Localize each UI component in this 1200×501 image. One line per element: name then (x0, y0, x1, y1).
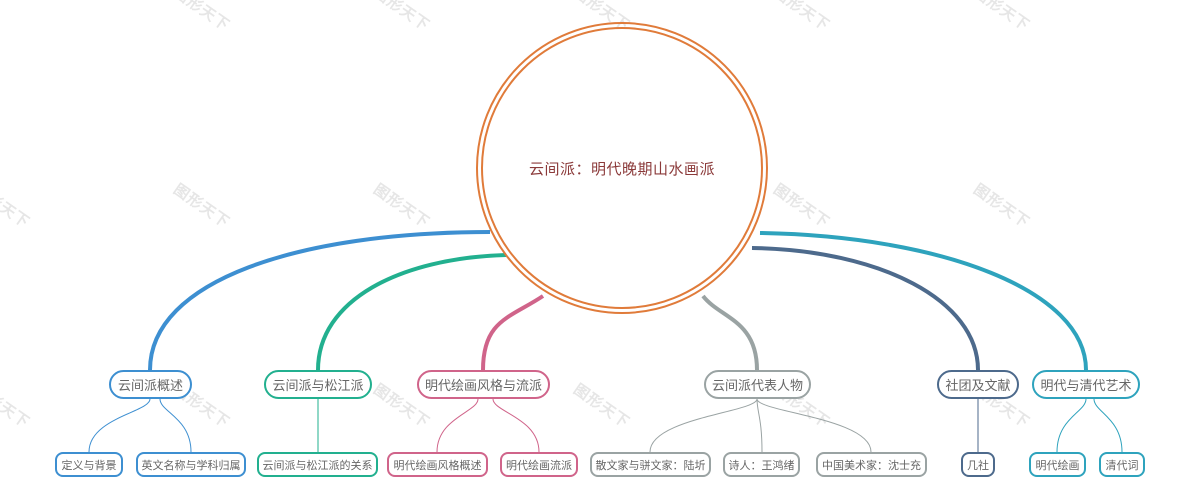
subtopic-label: 清代词 (1105, 458, 1139, 472)
subtopic-label: 英文名称与学科归属 (141, 458, 241, 472)
connector (88, 398, 151, 453)
root-topic[interactable]: 云间派：明代晚期山水画派 (476, 22, 768, 314)
connector (436, 398, 479, 453)
subtopic-english-name[interactable]: 英文名称与学科归属 (136, 452, 246, 477)
subtopic-label: 定义与背景 (61, 458, 117, 472)
connector-root-songjiang (316, 253, 507, 371)
topic-overview[interactable]: 云间派概述 (109, 370, 192, 399)
root-topic-label: 云间派：明代晚期山水画派 (528, 159, 715, 178)
subtopic-wang-hongxu[interactable]: 诗人：王鸿绪 (723, 452, 800, 477)
subtopic-style-overview[interactable]: 明代绘画风格概述 (387, 452, 488, 477)
topic-label: 社团及文献 (945, 379, 1011, 394)
topic-representatives[interactable]: 云间派代表人物 (704, 370, 811, 399)
topic-label: 云间派代表人物 (711, 379, 803, 394)
subtopic-qing-ci[interactable]: 清代词 (1099, 452, 1145, 477)
connector-root-societies (751, 246, 980, 371)
subtopic-label: 几社 (967, 458, 989, 472)
connector (756, 398, 763, 453)
subtopic-jishe[interactable]: 几社 (961, 452, 995, 477)
subtopic-label: 明代绘画风格概述 (393, 458, 482, 472)
topic-label: 明代绘画风格与流派 (424, 379, 542, 394)
subtopic-lu-qi[interactable]: 散文家与骈文家：陆圻 (590, 452, 711, 477)
topic-yunjian-songjiang[interactable]: 云间派与松江派 (264, 370, 372, 399)
connector (492, 398, 540, 453)
connector-root-styles (481, 294, 545, 371)
topic-ming-qing-art[interactable]: 明代与清代艺术 (1032, 370, 1140, 399)
subtopic-label: 诗人：王鸿绪 (728, 458, 795, 472)
connector (159, 398, 192, 453)
connector-root-overview (148, 230, 491, 371)
topic-societies[interactable]: 社团及文献 (937, 370, 1019, 399)
connector (649, 398, 758, 453)
subtopic-label: 云间派与松江派的关系 (262, 458, 373, 472)
subtopic-relationship[interactable]: 云间派与松江派的关系 (257, 452, 378, 477)
subtopic-shen-shichong[interactable]: 中国美术家：沈士充 (816, 452, 927, 477)
connector-root-figures (701, 294, 759, 371)
subtopic-ming-painting[interactable]: 明代绘画 (1029, 452, 1086, 477)
subtopic-schools[interactable]: 明代绘画流派 (500, 452, 578, 477)
connector (1093, 398, 1123, 453)
subtopic-label: 明代绘画流派 (506, 458, 572, 472)
subtopic-definition[interactable]: 定义与背景 (55, 452, 123, 477)
topic-label: 云间派概述 (117, 379, 183, 394)
subtopic-label: 散文家与骈文家：陆圻 (595, 458, 706, 472)
connector-root-arts (759, 231, 1088, 371)
subtopic-label: 明代绘画 (1035, 458, 1080, 472)
subtopic-label: 中国美术家：沈士充 (822, 458, 921, 472)
connector (756, 398, 872, 453)
topic-label: 明代与清代艺术 (1040, 379, 1132, 394)
topic-label: 云间派与松江派 (272, 379, 364, 394)
connector (1056, 398, 1087, 453)
topic-ming-styles[interactable]: 明代绘画风格与流派 (417, 370, 550, 399)
